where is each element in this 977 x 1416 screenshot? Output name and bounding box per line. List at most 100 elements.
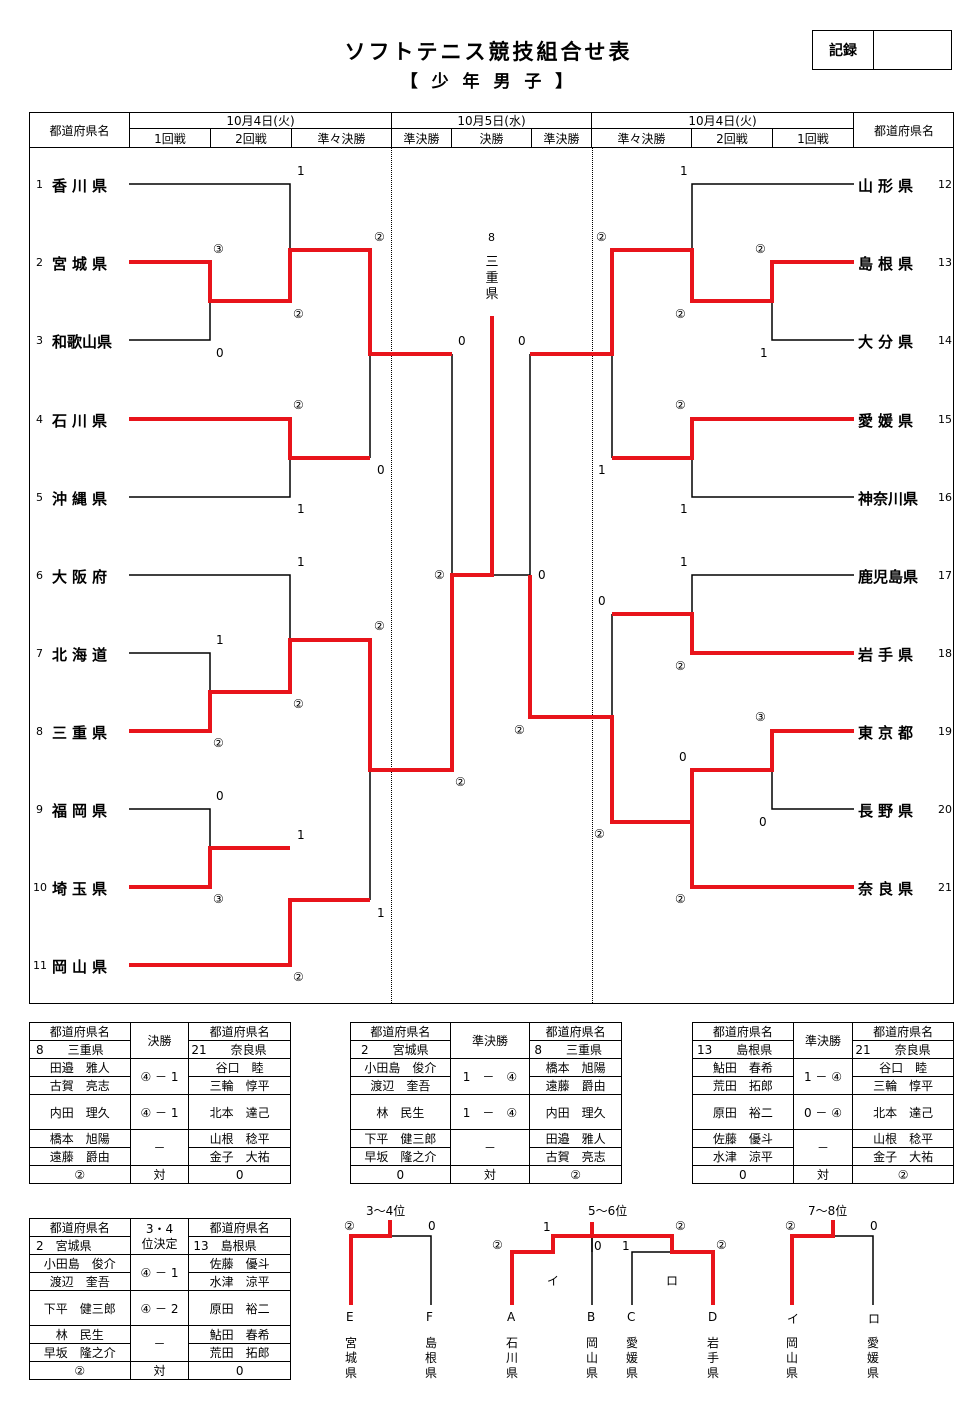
player: 原田 裕二 bbox=[692, 1094, 794, 1130]
score: ② bbox=[675, 659, 686, 673]
bracket-frame: 都道府県名 10月4日(火) 10月5日(水) 10月4日(火) 都道府県名 1… bbox=[29, 112, 954, 1004]
score: ② bbox=[675, 892, 686, 906]
team-name: 岩手県 bbox=[858, 646, 919, 664]
score: 0 bbox=[679, 750, 687, 764]
placement-red-lines bbox=[349, 1220, 835, 1305]
team-name: 沖縄県 bbox=[52, 490, 113, 508]
score: ② bbox=[293, 307, 304, 321]
team-no: 15 bbox=[938, 413, 952, 426]
team-no: 17 bbox=[938, 569, 952, 582]
match-score: ④ － 1 bbox=[129, 1058, 190, 1095]
header-sf-left: 準決勝 bbox=[392, 129, 452, 147]
team-no: 8 bbox=[36, 725, 43, 738]
team-name: 香川県 bbox=[52, 177, 113, 195]
match-score: － bbox=[129, 1325, 190, 1362]
team-no: 5 bbox=[36, 491, 43, 504]
score: ③ bbox=[213, 892, 224, 906]
score: 0 bbox=[759, 815, 767, 829]
score: 0 bbox=[428, 1219, 436, 1233]
score: 0 bbox=[870, 1219, 878, 1233]
score: 1 bbox=[297, 164, 305, 178]
page-title: ソフトテニス競技組合せ表 bbox=[344, 40, 633, 64]
total-b: ② bbox=[529, 1165, 622, 1184]
header-r2-right: 2回戦 bbox=[692, 129, 773, 147]
team-name: 和歌山県 bbox=[52, 333, 113, 351]
score: ② bbox=[675, 398, 686, 412]
total-a: 0 bbox=[350, 1165, 451, 1184]
team-no: 3 bbox=[36, 334, 43, 347]
match-score: 0 － ④ bbox=[792, 1094, 854, 1130]
score: ③ bbox=[755, 710, 766, 724]
player: 佐藤 優斗 bbox=[188, 1254, 291, 1273]
col-letter: D bbox=[708, 1310, 718, 1324]
col-pref: 愛媛県 bbox=[625, 1336, 638, 1380]
round-label: 準決勝 bbox=[449, 1022, 531, 1059]
sf-divider-right bbox=[592, 148, 593, 1003]
team-no: 21 bbox=[938, 881, 952, 894]
header-sf-right: 準決勝 bbox=[532, 129, 592, 147]
total-a: ② bbox=[29, 1165, 131, 1184]
col-letter: ロ bbox=[868, 1312, 881, 1326]
col-letter: B bbox=[587, 1310, 596, 1324]
score: 0 bbox=[458, 334, 466, 348]
player: 荒田 拓郎 bbox=[188, 1343, 291, 1362]
score: 0 bbox=[518, 334, 526, 348]
player: 金子 大祐 bbox=[188, 1147, 291, 1166]
player: 水津 涼平 bbox=[188, 1272, 291, 1291]
player: 橋本 旭陽 bbox=[529, 1058, 622, 1077]
player: 谷口 睦 bbox=[852, 1058, 954, 1077]
team-no: 2 bbox=[36, 256, 43, 269]
team-no: 9 bbox=[36, 803, 43, 816]
score: 1 bbox=[543, 1220, 551, 1234]
col-letter: E bbox=[346, 1310, 354, 1324]
team-name: 愛媛県 bbox=[858, 412, 919, 430]
score: ② bbox=[293, 970, 304, 984]
match-score: 1 － ④ bbox=[449, 1094, 531, 1130]
champion-name: 三重県 bbox=[485, 255, 499, 302]
team-name: 山形県 bbox=[858, 177, 919, 195]
col-pref: 岡山県 bbox=[585, 1336, 598, 1380]
col-pref: 石川県 bbox=[505, 1336, 518, 1380]
score: ② bbox=[213, 736, 224, 750]
col-letter: C bbox=[627, 1310, 636, 1324]
team-name: 奈良県 bbox=[858, 880, 919, 898]
pref-label: 都道府県名 bbox=[188, 1022, 291, 1041]
placement-title: 5～6位 bbox=[588, 1204, 628, 1218]
team-b: 21 奈良県 bbox=[852, 1040, 954, 1059]
col-pref: 岡山県 bbox=[785, 1336, 798, 1380]
header-pref-right: 都道府県名 bbox=[873, 123, 934, 138]
col-letter: F bbox=[426, 1310, 433, 1324]
bracket-winner-lines bbox=[129, 248, 854, 967]
vs-label: 対 bbox=[129, 1361, 190, 1380]
header-r1-right: 1回戦 bbox=[773, 129, 854, 147]
score: ② bbox=[492, 1238, 503, 1252]
pref-label: 都道府県名 bbox=[29, 1022, 131, 1041]
bracket-black-lines bbox=[129, 183, 854, 900]
header-day-left: 10月4日(火) bbox=[130, 113, 392, 129]
score: 0 bbox=[216, 346, 224, 360]
score: ② bbox=[514, 723, 525, 737]
col-letter: イ bbox=[787, 1312, 800, 1326]
result-table-sf-right: 都道府県名 準決勝 都道府県名 13 島根県 21 奈良県 鮎田 春希 1 － … bbox=[692, 1022, 954, 1184]
team-no: 4 bbox=[36, 413, 43, 426]
result-table-final: 都道府県名 決勝 都道府県名 8 三重県 21 奈良県 田邉 雅人 ④ － 1 … bbox=[29, 1022, 291, 1184]
score: 1 bbox=[760, 346, 768, 360]
team-name: 大分県 bbox=[858, 333, 919, 351]
score: 1 bbox=[297, 502, 305, 516]
score: 0 bbox=[598, 594, 606, 608]
team-name: 石川県 bbox=[52, 412, 113, 430]
score: 1 bbox=[297, 555, 305, 569]
score: 1 bbox=[680, 164, 688, 178]
score: 1 bbox=[216, 633, 224, 647]
round-label: 3・4 位決定 bbox=[129, 1218, 190, 1255]
team-no: 16 bbox=[938, 491, 952, 504]
col-pref: 愛媛県 bbox=[866, 1336, 879, 1380]
match-score: 1 － ④ bbox=[449, 1058, 531, 1095]
team-name: 鹿児島県 bbox=[858, 568, 919, 586]
total-a: 0 bbox=[692, 1165, 794, 1184]
team-b: 13 島根県 bbox=[188, 1236, 291, 1255]
team-name: 岡山県 bbox=[52, 958, 113, 976]
player: 林 民生 bbox=[350, 1094, 451, 1130]
col-letter: A bbox=[507, 1310, 516, 1324]
